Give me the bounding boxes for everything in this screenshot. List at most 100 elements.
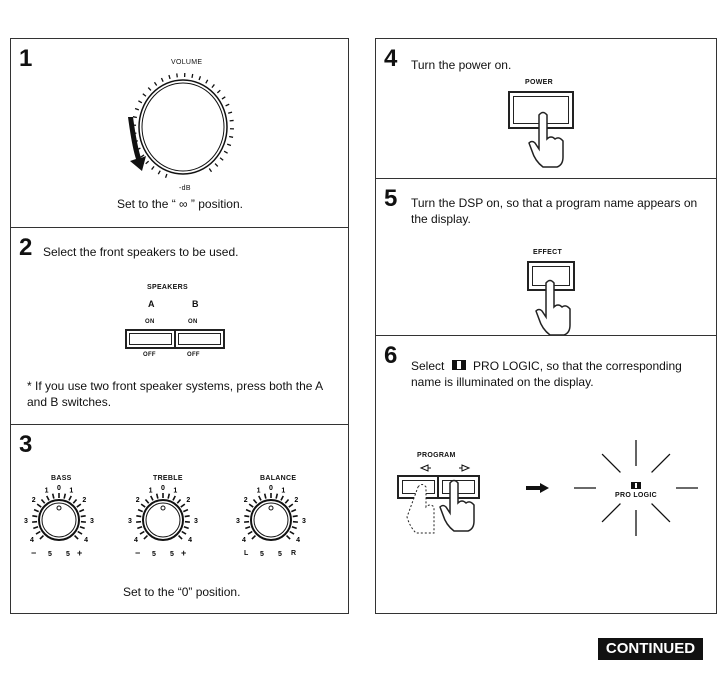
speaker-b-switch[interactable] <box>174 329 225 349</box>
treble-plus: + <box>181 548 187 558</box>
volume-tick <box>134 107 140 111</box>
light-ray <box>651 503 671 523</box>
bass-minus: − <box>31 548 37 558</box>
treble-minus: − <box>135 548 141 558</box>
step-1-panel: 1 VOLUME -dB Set to the “ ∞ ” position. <box>10 38 349 228</box>
knob-tick <box>291 526 297 530</box>
volume-tick <box>140 154 145 158</box>
step-5-panel: 5 Turn the DSP on, so that a program nam… <box>375 178 717 336</box>
volume-knob-inner <box>141 82 225 172</box>
knob-tick <box>79 508 85 513</box>
scale-label: 2 <box>294 497 298 504</box>
step-number: 5 <box>384 185 398 212</box>
scale-label: 5 <box>48 551 52 558</box>
knob-tick <box>292 514 298 518</box>
pressing-hand-icon <box>535 279 571 336</box>
knob-tick <box>136 514 142 518</box>
knob-tick <box>77 530 83 535</box>
scale-label: 5 <box>170 551 174 558</box>
knob-bass <box>38 499 80 541</box>
volume-tick <box>205 79 209 84</box>
scale-label: 1 <box>173 487 177 494</box>
scale-label: 3 <box>128 518 132 525</box>
volume-tick <box>229 135 234 138</box>
volume-tick <box>147 87 152 91</box>
volume-tick <box>151 166 155 170</box>
scale-label: 1 <box>281 487 285 494</box>
scale-label: 5 <box>260 551 264 558</box>
knob-treble <box>142 499 184 541</box>
effect-label: EFFECT <box>533 249 563 256</box>
knob-tick <box>288 503 294 508</box>
power-label: POWER <box>525 79 553 86</box>
step-6-panel: 6 Select PRO LOGIC, so that the correspo… <box>375 335 717 614</box>
knob-inner <box>253 502 289 538</box>
knob-tick <box>167 493 171 499</box>
knob-tick <box>143 534 149 540</box>
a-label: A <box>148 299 155 309</box>
dolby-icon <box>631 482 641 489</box>
knob-tick <box>35 530 41 535</box>
knob-tick <box>155 493 159 499</box>
knob-tick <box>150 495 154 501</box>
knob-tick <box>51 493 55 499</box>
volume-tick <box>191 73 194 79</box>
light-ray <box>601 453 621 473</box>
step-2-text: Select the front speakers to be used. <box>43 245 239 259</box>
knob-tick <box>181 530 187 535</box>
scale-label: 2 <box>32 497 36 504</box>
scale-label: 2 <box>186 497 190 504</box>
knob-tick <box>245 508 251 513</box>
scale-label: 5 <box>66 551 70 558</box>
light-ray <box>651 453 671 473</box>
knob-tick <box>46 495 50 501</box>
volume-tick <box>153 81 158 86</box>
scale-label: 0 <box>57 485 61 492</box>
knob-tick <box>247 530 253 535</box>
knob-pointer <box>56 505 62 511</box>
volume-dial <box>128 73 234 178</box>
knob-tick <box>40 498 46 504</box>
knob-tick <box>251 534 257 540</box>
scale-label: 3 <box>194 518 198 525</box>
knob-tick <box>252 498 258 504</box>
scale-label: 3 <box>302 518 306 525</box>
on-label-b: ON <box>188 319 198 325</box>
scale-label: 1 <box>257 487 261 494</box>
knob-tick <box>33 508 39 513</box>
knob-tick <box>137 508 143 513</box>
volume-tick <box>157 170 161 175</box>
scale-label: 4 <box>30 537 34 544</box>
knob-tick <box>36 503 42 508</box>
scale-label: 4 <box>242 537 246 544</box>
db-label: -dB <box>179 185 191 192</box>
scale-label: 2 <box>244 497 248 504</box>
scale-label: 4 <box>296 537 300 544</box>
pro-logic-instruction: PRO LOGIC, so that the corresponding nam… <box>411 359 682 389</box>
continued-badge: CONTINUED <box>598 638 703 660</box>
knob-inner <box>41 502 77 538</box>
volume-tick <box>219 157 224 161</box>
knob-tick <box>76 503 82 508</box>
scale-label: 4 <box>188 537 192 544</box>
volume-tick <box>145 160 150 165</box>
scale-label: 2 <box>136 497 140 504</box>
volume-tick <box>226 143 232 147</box>
knob-tick <box>32 514 38 518</box>
volume-tick <box>216 89 221 94</box>
knob-tick <box>140 503 146 508</box>
knob-tick <box>33 526 39 530</box>
knob-tick <box>184 514 190 518</box>
knob-tick <box>80 514 86 518</box>
step-4-panel: 4 Turn the power on. POWER <box>375 38 717 179</box>
volume-tick <box>142 93 147 97</box>
scale-label: 5 <box>278 551 282 558</box>
step-number: 6 <box>384 342 398 369</box>
select-word: Select <box>411 359 445 373</box>
speaker-a-switch[interactable] <box>125 329 176 349</box>
knob-tick <box>68 495 72 501</box>
knob-tick <box>263 493 267 499</box>
knob-tick <box>39 534 45 540</box>
knob-tick <box>245 526 251 530</box>
